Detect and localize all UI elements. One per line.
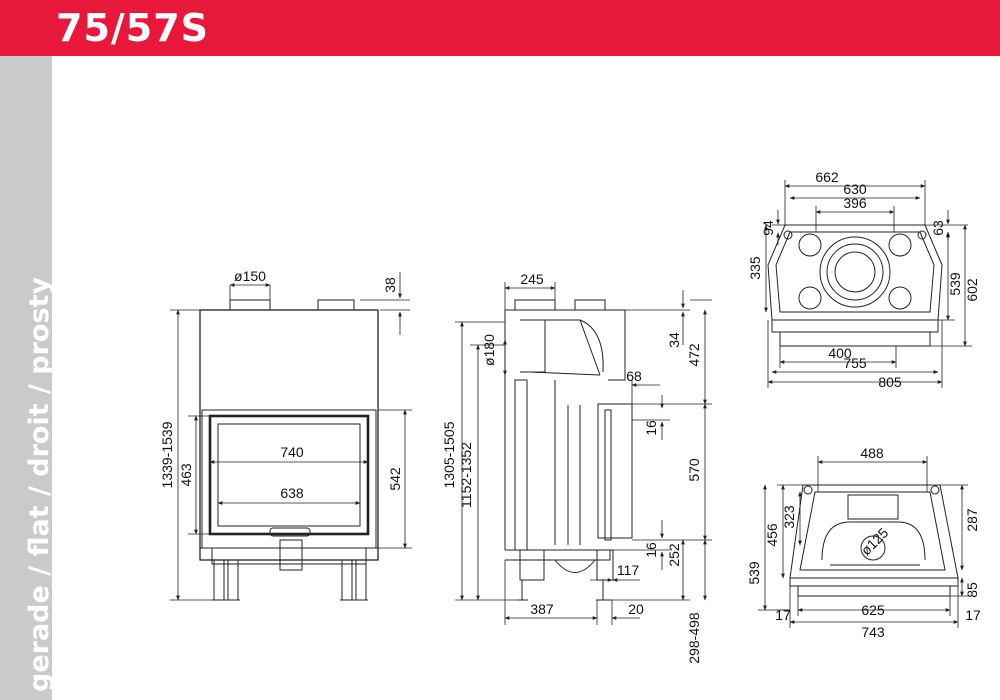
side-flue-diameter: ø180	[481, 334, 497, 366]
side-flue-offset: 245	[520, 271, 544, 287]
side-leg-range: 298-498	[686, 612, 702, 664]
front-labels: ø150 38 1339-1539 463 740 638 542	[159, 268, 403, 501]
side-foot-offset: 117	[617, 562, 640, 578]
plan-labels: 488 456 323 ø125 287 539 85 17 625 17 74…	[746, 445, 981, 640]
top-view	[767, 224, 943, 347]
front-door-height: 542	[387, 467, 403, 491]
plan-top-width: 488	[860, 445, 884, 461]
side-depth: 387	[530, 601, 554, 617]
front-top-offset: 38	[382, 277, 398, 293]
front-flue-diameter: ø150	[234, 268, 266, 284]
side-step-16-b: 16	[643, 542, 659, 558]
top-height-335: 335	[747, 256, 763, 280]
side-dimension-lines	[455, 282, 712, 625]
front-glass-height: 463	[178, 463, 194, 487]
side-depth-step: 20	[628, 601, 644, 617]
front-view	[199, 299, 379, 601]
plan-flue-diameter: ø125	[858, 524, 892, 558]
plan-height-456: 456	[764, 523, 780, 547]
top-inner-width: 630	[843, 181, 867, 197]
top-offset-63: 63	[930, 220, 946, 236]
top-width-400: 400	[828, 345, 852, 361]
top-dimension-lines	[764, 180, 972, 388]
top-offset-94: 94	[760, 220, 776, 236]
top-width-755: 755	[843, 355, 867, 371]
side-upper-height: 472	[686, 343, 702, 367]
sidebar-strip: gerade / flat / droit / prosty	[0, 56, 55, 700]
model-title: 75/57S	[56, 6, 210, 50]
front-dimension-lines	[170, 272, 412, 601]
front-glass-width-outer: 740	[280, 444, 304, 460]
side-lower-height: 1152-1352	[458, 442, 474, 508]
plan-side-17-right: 17	[965, 607, 981, 623]
plan-height-323: 323	[781, 505, 797, 529]
side-overall-height: 1305-1505	[441, 421, 457, 488]
side-labels: 245 ø180 34 472 1305-1505 1152-1352 68 1…	[441, 271, 702, 664]
top-flue-width: 396	[843, 195, 867, 211]
plan-height-539: 539	[746, 561, 762, 585]
top-labels: 662 630 396 94 63 335 539 602 400 755 80…	[747, 169, 980, 390]
top-height-539: 539	[947, 272, 963, 296]
plan-width-743: 743	[861, 624, 885, 640]
header-bar: 75/57S	[0, 0, 1000, 56]
top-height-602: 602	[964, 278, 980, 302]
plan-height-287: 287	[964, 508, 980, 532]
side-middle-height: 570	[686, 458, 702, 482]
side-view	[504, 299, 633, 601]
side-door-depth: 68	[626, 368, 642, 384]
plan-width-625: 625	[861, 602, 885, 618]
plan-dimension-lines	[758, 456, 968, 628]
top-width-805: 805	[878, 374, 902, 390]
plan-view	[789, 484, 959, 597]
plan-height-85: 85	[964, 582, 980, 598]
plan-side-17-left: 17	[775, 607, 791, 623]
side-base-height: 252	[666, 543, 682, 567]
side-step-16-a: 16	[643, 420, 659, 436]
front-total-height: 1339-1539	[159, 421, 175, 488]
front-glass-width-inner: 638	[280, 485, 304, 501]
side-top-gap: 34	[666, 332, 682, 348]
top-outer-width: 662	[815, 169, 839, 185]
